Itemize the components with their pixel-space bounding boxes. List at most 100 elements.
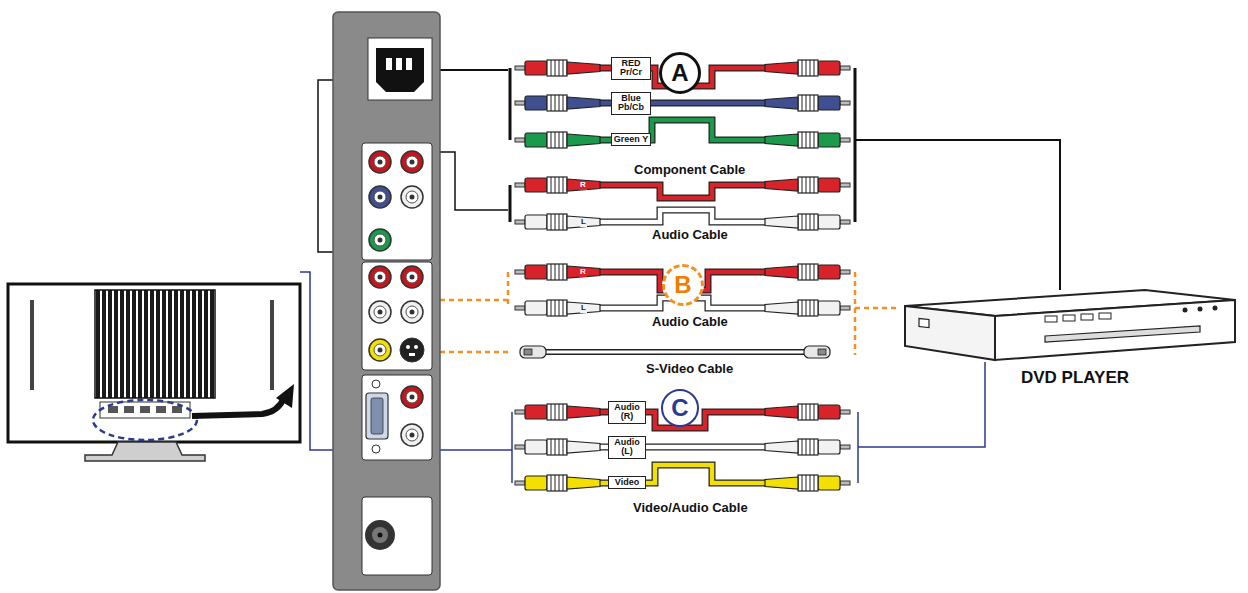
dvd-player-part <box>1198 307 1203 312</box>
callout-circle: A <box>659 52 701 94</box>
tag-text: Video <box>610 478 644 487</box>
dvd-player-part <box>1183 308 1188 313</box>
drawing-part <box>372 527 388 543</box>
drawing-part <box>765 60 850 76</box>
drawing-part <box>765 177 850 193</box>
callout-letter: A <box>671 61 688 85</box>
cable-tag: Blue Pb/Cb <box>611 92 651 115</box>
drawing-part <box>515 404 600 420</box>
drawing-part <box>192 398 284 416</box>
drawing-part <box>372 380 380 388</box>
callout-letter: C <box>671 396 688 420</box>
cable-caption: Component Cable <box>632 163 747 177</box>
drawing-part <box>545 349 805 355</box>
drawing-part <box>376 48 424 92</box>
drawing-part <box>406 345 410 349</box>
drawing-part <box>401 424 423 446</box>
drawing-part <box>8 284 300 442</box>
drawing-part <box>409 353 415 356</box>
drawing-part <box>371 398 383 434</box>
dvd-player-part <box>1045 326 1200 342</box>
drawing-part <box>855 140 1060 290</box>
drawing-part <box>857 412 859 483</box>
drawing-part <box>369 186 391 208</box>
drawing-part <box>378 533 383 538</box>
drawing-part <box>93 400 197 440</box>
drawing-part <box>406 58 412 70</box>
drawing-part <box>401 151 423 173</box>
drawing-part <box>858 362 985 447</box>
drawing-part <box>765 475 850 491</box>
drawing-part <box>108 406 118 413</box>
drawing-part <box>85 442 205 461</box>
drawing-part <box>124 406 134 413</box>
drawing-part <box>386 58 392 70</box>
drawing-part <box>765 264 850 280</box>
drawing-part <box>515 300 600 316</box>
drawing-part <box>600 210 770 222</box>
drawing-part <box>172 406 182 413</box>
drawing-part <box>95 290 215 398</box>
audio-cable <box>515 177 850 230</box>
channel-mark: L <box>580 304 587 313</box>
callout-circle: B <box>662 264 704 306</box>
callout-circle: C <box>661 389 699 427</box>
drawing-part <box>365 520 395 550</box>
drawing-part <box>366 393 388 439</box>
cable-tag: Audio (R) <box>608 401 646 424</box>
tag-text: Green Y <box>613 135 649 144</box>
drawing-part <box>401 301 423 323</box>
drawing-part <box>270 300 274 390</box>
dvd-player-part <box>995 300 1235 360</box>
drawing-part <box>369 266 391 288</box>
drawing-part <box>440 449 512 451</box>
drawing-part <box>369 339 391 361</box>
cable-tag: Green Y <box>611 133 651 146</box>
drawing-part <box>156 406 166 413</box>
drawing-part <box>100 402 190 418</box>
drawing-part <box>333 12 440 590</box>
drawing-part <box>854 272 857 355</box>
drawing-part <box>362 262 432 370</box>
drawing-part <box>515 475 600 491</box>
dvd-player-part <box>1081 314 1093 320</box>
dvd-player-part <box>919 319 929 328</box>
drawing-part <box>276 384 294 408</box>
component-cable <box>515 60 850 148</box>
drawing-part <box>368 38 432 100</box>
tag-text: Audio (R) <box>610 403 644 422</box>
cable-tag: RED Pr/Cr <box>611 57 651 80</box>
cable-tag: Audio (L) <box>608 436 646 459</box>
drawing-part <box>30 300 34 390</box>
drawing-part <box>140 406 150 413</box>
drawing-part <box>414 345 418 349</box>
drawing-part <box>300 272 333 450</box>
tag-text: Blue Pb/Cb <box>613 94 649 113</box>
dvd-player-part <box>1045 316 1057 322</box>
channel-mark: R <box>579 181 587 190</box>
channel-mark: L <box>580 218 587 227</box>
drawing-part <box>600 210 770 222</box>
drawing-part <box>765 404 850 420</box>
drawing-part <box>600 185 770 198</box>
drawing-part <box>401 266 423 288</box>
channel-mark: R <box>579 268 587 277</box>
drawing-part <box>509 185 512 222</box>
drawing-part <box>765 300 850 316</box>
dvd-player-part <box>1213 306 1218 311</box>
cable-caption: Video/Audio Cable <box>631 501 750 515</box>
device-name: DVD PLAYER <box>1021 368 1129 388</box>
tag-text: RED Pr/Cr <box>613 59 649 78</box>
drawing-part <box>362 375 432 460</box>
drawing-part <box>515 264 600 280</box>
drawing-part <box>765 95 850 111</box>
drawing-part <box>515 177 600 193</box>
drawing-part <box>515 132 600 148</box>
drawing-part <box>509 68 512 140</box>
drawing-part <box>401 186 423 208</box>
cable-caption: Audio Cable <box>650 315 730 329</box>
drawing-part <box>369 301 391 323</box>
tv-back <box>8 284 300 461</box>
drawing-part <box>362 143 432 260</box>
drawing-part <box>804 346 830 358</box>
